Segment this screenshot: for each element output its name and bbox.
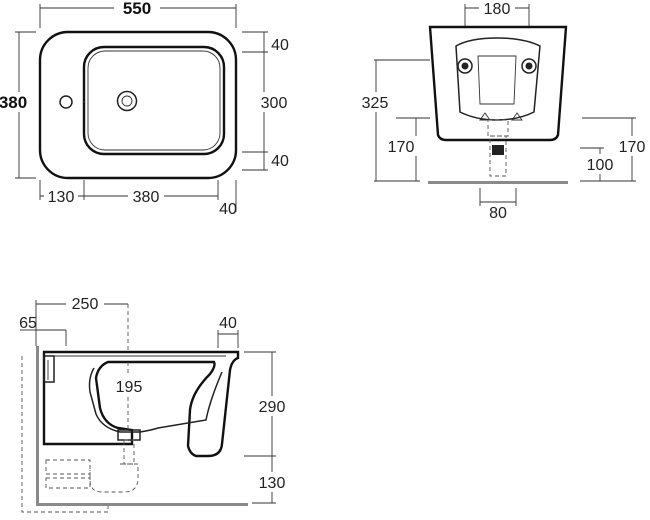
- dim-label-wall-gap: 65: [19, 315, 37, 332]
- back-view-drain-pipe: [489, 135, 507, 177]
- side-view-bracket: [43, 355, 55, 383]
- dim-label-bowl-depth: 195: [116, 379, 143, 396]
- back-view-floor: [428, 181, 568, 184]
- side-view-waste-pipe: [45, 459, 91, 475]
- side-view-wall: [36, 346, 39, 506]
- back-view-body: [428, 25, 568, 142]
- side-view-frame: [21, 356, 109, 513]
- top-view-drain-inner: [121, 95, 133, 107]
- dim-label-front-margin: 40: [219, 315, 237, 332]
- dim-label-drain-offset: 100: [587, 157, 614, 174]
- dim-label-bottom-margin: 40: [271, 153, 289, 170]
- dim-label-drain-height-left: 170: [388, 139, 415, 156]
- dim-label-drain-height-right: 170: [619, 139, 646, 156]
- bracket-right-icon: [521, 58, 537, 74]
- dim-label-bowl-height: 300: [261, 95, 288, 112]
- side-view: 65 250 40 195 290 130: [19, 294, 290, 513]
- dim-label-depth-to-drain: 250: [72, 296, 99, 313]
- top-view-drain: [116, 90, 138, 112]
- dim-label-380-height: 380: [0, 93, 27, 112]
- dim-label-top-margin: 40: [271, 37, 289, 54]
- top-view-overflow: [82, 100, 86, 104]
- top-view-bowl-inner: [87, 50, 221, 151]
- dim-label-bracket-spacing: 180: [484, 1, 511, 18]
- dim-label-unit-height: 290: [259, 399, 286, 416]
- back-view: 180 325 170 170 100 80: [356, 0, 650, 222]
- dim-label-drain-width: 80: [489, 205, 507, 222]
- dim-label-550: 550: [123, 0, 151, 18]
- dim-label-right-margin: 40: [219, 201, 237, 218]
- top-view-outline: [38, 30, 238, 180]
- top-view: 550 380 40 300 40 130 380 40: [0, 0, 296, 218]
- dim-label-left-offset: 130: [48, 189, 75, 206]
- dim-label-bracket-height: 325: [362, 95, 389, 112]
- side-view-body: [42, 350, 240, 458]
- back-view-recess: [455, 37, 541, 121]
- bracket-left-icon: [457, 58, 473, 74]
- back-view-inner-panel: [477, 55, 517, 105]
- side-view-bowl: [88, 367, 223, 433]
- dim-label-floor-clearance: 130: [259, 475, 286, 492]
- side-view-trap: [89, 463, 139, 493]
- back-view-drain: [492, 145, 504, 155]
- side-view-outlet: [117, 429, 141, 441]
- dim-label-bowl-width: 380: [133, 189, 160, 206]
- side-view-floor: [36, 503, 248, 506]
- top-view-bowl: [82, 45, 226, 156]
- top-view-tap-hole: [59, 95, 73, 109]
